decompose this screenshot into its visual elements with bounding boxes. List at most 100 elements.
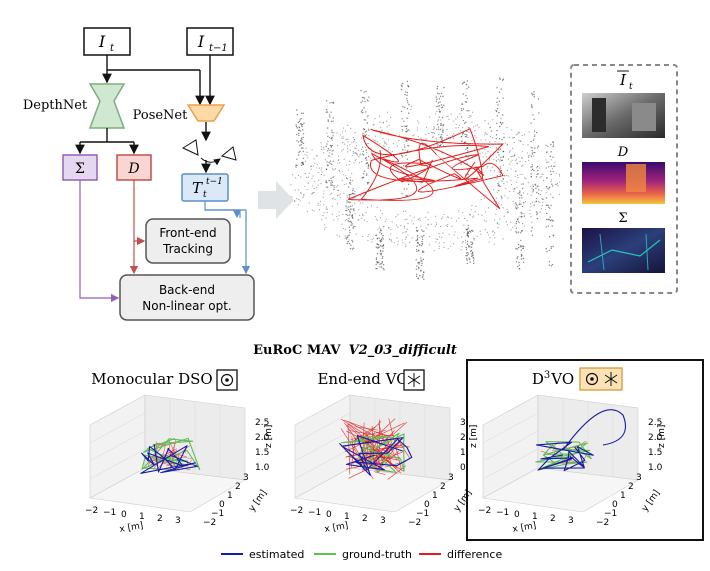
posenet-label: PoseNet	[133, 108, 188, 123]
posenet-shape	[186, 104, 226, 122]
y-axis-label: y [m]	[640, 488, 662, 513]
y-tick-label: 2	[235, 482, 241, 492]
results-dataset: EuRoC MAV	[253, 343, 341, 358]
x-axis-label: x [m]	[119, 521, 144, 535]
y-tick-label: 3	[243, 473, 249, 483]
pose-symbol: T	[192, 179, 203, 197]
x-tick-label: −2	[478, 506, 491, 516]
x-axis-label: x [m]	[512, 521, 537, 535]
backend-line1: Back-end	[159, 283, 215, 297]
z-tick-label: 2	[460, 433, 466, 443]
input-current-sub: t	[110, 43, 115, 54]
d3vo-highlight-frame	[466, 359, 704, 541]
output-side-panel: I t D Σ	[570, 64, 678, 294]
x-tick-label: −1	[103, 508, 116, 518]
x-tick-label: −2	[290, 506, 303, 516]
legend-label-estimated: estimated	[249, 548, 304, 561]
results-sequence: V2_03_difficult	[349, 343, 457, 358]
panel-title-end-end-vo: End-end VO	[317, 370, 408, 388]
side-image-sub: t	[629, 82, 633, 92]
side-image-symbol: I	[619, 71, 627, 89]
legend-label-difference: difference	[447, 548, 502, 561]
y-tick-label: 1	[432, 491, 438, 501]
x-tick-label: 3	[380, 516, 386, 526]
x-tick-label: 2	[157, 514, 163, 524]
backend-line2: Non-linear opt.	[142, 299, 232, 313]
y-tick-label: −2	[596, 518, 609, 528]
x-tick-label: −1	[496, 508, 509, 518]
side-panel-frame	[570, 64, 678, 294]
pipeline-diagram: I t I t−1 DepthNet PoseNet Σ	[23, 27, 255, 321]
x-tick-label: 3	[568, 516, 574, 526]
frontend-line1: Front-end	[159, 226, 216, 240]
x-tick-label: 3	[175, 516, 181, 526]
y-tick-label: 0	[219, 500, 225, 510]
x-tick-label: 2	[550, 514, 556, 524]
z-tick-label: 2.0	[255, 433, 270, 443]
x-tick-label: 1	[344, 512, 350, 522]
input-current-frame-box	[83, 27, 131, 56]
depth-map-thumbnail	[582, 162, 665, 204]
z-tick-label: 1.5	[648, 448, 662, 458]
panel-title-monocular-dso: Monocular DSO	[91, 370, 212, 388]
x-tick-label: 0	[121, 510, 127, 520]
legend-label-ground-truth: ground-truth	[342, 548, 412, 561]
sigma-box	[62, 154, 98, 181]
z-tick-label: 2.5	[255, 418, 269, 428]
y-tick-label: 1	[620, 491, 626, 501]
z-axis-label: z [m]	[264, 425, 274, 448]
depth-symbol: D	[127, 161, 139, 177]
y-tick-label: −1	[604, 509, 617, 519]
y-tick-label: 3	[448, 473, 454, 483]
z-axis-label: z [m]	[469, 425, 479, 448]
y-tick-label: 0	[612, 500, 618, 510]
x-tick-label: 2	[362, 514, 368, 524]
y-tick-label: −1	[211, 509, 224, 519]
z-tick-label: 0	[460, 463, 466, 473]
z-tick-label: 1.5	[255, 448, 269, 458]
z-tick-label: 1	[460, 448, 466, 458]
results-caption: EuRoC MAV V2_03_difficult	[253, 343, 457, 358]
z-tick-label: 2.5	[648, 418, 662, 428]
z-tick-label: 2.0	[648, 433, 663, 443]
backend-optimization-box	[119, 274, 255, 321]
side-depth-symbol: D	[617, 145, 629, 160]
y-tick-label: −2	[408, 518, 421, 528]
uncertainty-map-thumbnail	[582, 228, 665, 273]
y-tick-label: 1	[227, 491, 233, 501]
snowflake-icon	[604, 372, 618, 386]
pose-sup: t−1	[206, 177, 223, 187]
point-cloud-reconstruction	[290, 77, 561, 280]
frontend-line2: Tracking	[162, 242, 213, 256]
panel-title-d3vo: D3VO	[532, 370, 574, 388]
y-tick-label: 2	[440, 482, 446, 492]
camera-frustum-icon	[181, 139, 237, 166]
snowflake-icon	[407, 373, 421, 387]
input-current-symbol: I	[98, 32, 106, 51]
input-previous-sub: t−1	[209, 43, 228, 54]
frontend-tracking-box	[145, 218, 231, 264]
side-sigma-symbol: Σ	[618, 211, 627, 226]
depthnet-shape	[88, 83, 126, 129]
x-axis-label: x [m]	[324, 521, 349, 535]
pose-sub: t	[203, 190, 207, 200]
sigma-symbol: Σ	[75, 161, 85, 177]
legend: estimated ground-truth difference	[221, 548, 502, 561]
x-tick-label: −1	[308, 508, 321, 518]
y-tick-label: −2	[203, 518, 216, 528]
depthnet-label: DepthNet	[23, 98, 88, 113]
x-tick-label: 1	[532, 512, 538, 522]
y-axis-label: y [m]	[452, 488, 474, 513]
results-section: EuRoC MAV V2_03_difficult Monocular DSO …	[85, 343, 704, 541]
result-arrow-icon	[258, 181, 294, 219]
y-tick-label: −1	[416, 509, 429, 519]
x-tick-label: −2	[85, 506, 98, 516]
y-tick-label: 2	[628, 482, 634, 492]
camera-icon	[585, 372, 599, 386]
input-previous-symbol: I	[197, 32, 205, 51]
x-tick-label: 0	[514, 510, 520, 520]
